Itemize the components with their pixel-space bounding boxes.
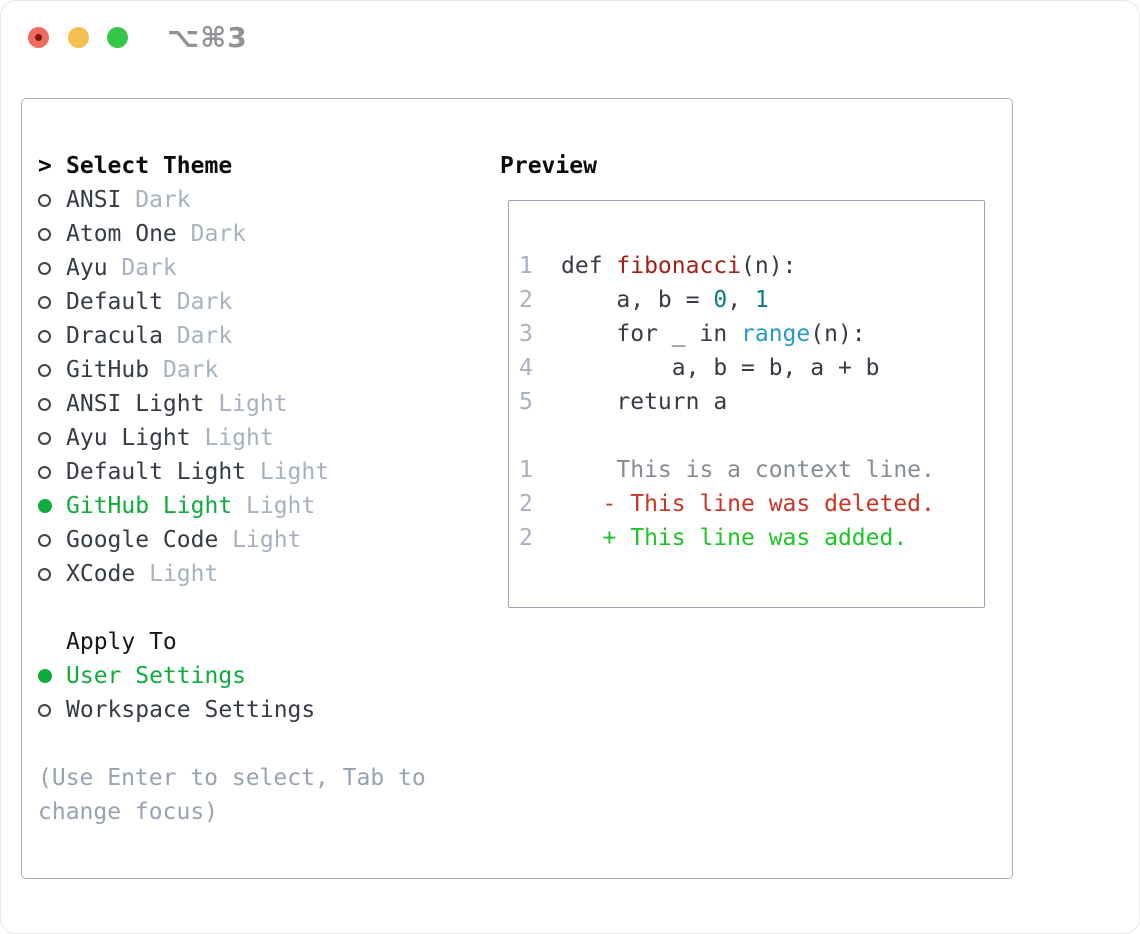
apply-to-header: Apply To [66, 629, 177, 655]
spacer [38, 727, 426, 761]
diff-added-line: 2 + This line was added. [519, 525, 908, 551]
theme-variant-label: Dark [135, 187, 191, 213]
theme-variant-label: Light [232, 527, 302, 553]
number-literal-token: 1 [754, 287, 769, 313]
theme-variant-label: Light [259, 459, 330, 485]
theme-variant-label: Light [218, 391, 288, 417]
radio-unselected-icon [38, 261, 66, 275]
select-theme-title: Select Theme [66, 153, 233, 179]
close-button[interactable] [28, 27, 49, 48]
line-number: 2 [519, 525, 533, 551]
minimize-button[interactable] [68, 27, 89, 48]
keyboard-hint-line-2: change focus) [38, 799, 219, 825]
code-line: 3 for _ in range(n): [519, 321, 866, 347]
line-number: 2 [519, 491, 533, 517]
apply-option-workspace-settings[interactable]: Workspace Settings [38, 693, 426, 727]
spacer [38, 591, 426, 625]
spacer [519, 419, 984, 453]
radio-unselected-icon [38, 363, 66, 377]
function-name-token: fibonacci [616, 253, 742, 279]
radio-unselected-icon [38, 703, 66, 717]
theme-variant-label: Dark [121, 255, 177, 281]
code-line: 2 a, b = 0, 1 [519, 287, 769, 313]
radio-unselected-icon [38, 533, 66, 547]
zoom-button[interactable] [107, 27, 128, 48]
radio-selected-icon [38, 499, 66, 513]
line-number: 4 [519, 355, 533, 381]
code-line: 4 a, b = b, a + b [519, 355, 880, 381]
radio-selected-icon [38, 669, 66, 683]
line-number: 1 [519, 253, 533, 279]
theme-variant-label: Dark [176, 289, 233, 315]
theme-variant-label: Dark [176, 323, 233, 349]
apply-option-user-settings[interactable]: User Settings [38, 659, 426, 693]
number-literal-token: 0 [713, 287, 728, 313]
line-number: 5 [519, 389, 533, 415]
code-line: 5 return a [519, 389, 728, 415]
preview-header: Preview [500, 153, 597, 179]
theme-variant-label: Light [149, 561, 219, 587]
theme-variant-label: Dark [190, 221, 247, 247]
line-number: 1 [519, 457, 533, 483]
diff-context-line: 1 This is a context line. [519, 457, 935, 483]
caret-icon: > [38, 153, 52, 179]
line-number: 3 [519, 321, 533, 347]
select-theme-header: > Select Theme [38, 149, 426, 183]
radio-unselected-icon [38, 465, 66, 479]
keyboard-hint-line-1: (Use Enter to select, Tab to [38, 765, 426, 791]
titlebar: ⌥⌘3 [1, 1, 1139, 98]
unsaved-dot-icon [35, 34, 42, 41]
window-shortcut-label: ⌥⌘3 [167, 21, 248, 54]
theme-variant-label: Dark [162, 357, 219, 383]
diff-deleted-line: 2 - This line was deleted. [519, 491, 935, 517]
radio-unselected-icon [38, 567, 66, 581]
radio-unselected-icon [38, 227, 66, 241]
radio-unselected-icon [38, 295, 66, 309]
line-number: 2 [519, 287, 533, 313]
radio-unselected-icon [38, 397, 66, 411]
theme-variant-label: Light [204, 425, 274, 451]
builtin-token: range [741, 321, 811, 347]
radio-unselected-icon [38, 329, 66, 343]
radio-unselected-icon [38, 431, 66, 445]
radio-unselected-icon [38, 193, 66, 207]
theme-variant-label: Light [246, 493, 316, 519]
